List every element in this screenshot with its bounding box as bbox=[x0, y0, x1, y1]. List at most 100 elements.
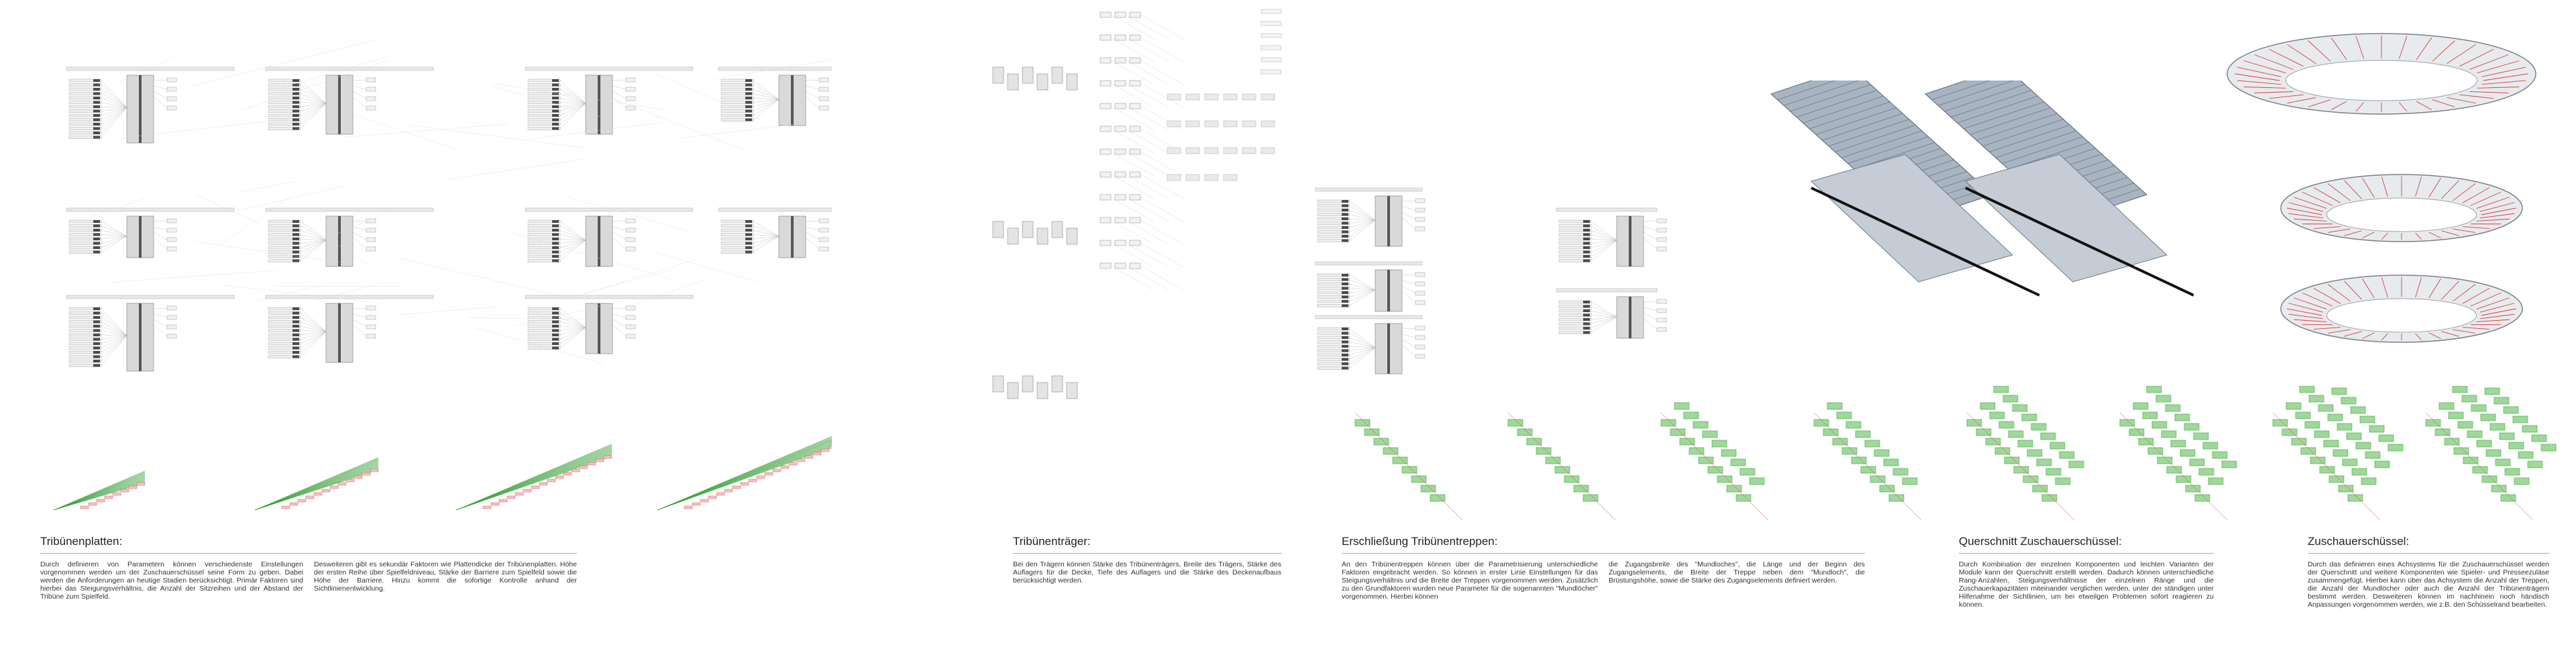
sightline bbox=[1508, 413, 1615, 520]
section-step bbox=[2328, 414, 2343, 421]
param-node bbox=[1100, 172, 1111, 177]
section-step bbox=[1999, 421, 2014, 428]
wire bbox=[1350, 220, 1375, 232]
wire bbox=[1644, 232, 1657, 240]
wire bbox=[301, 332, 326, 348]
section-step bbox=[2347, 433, 2361, 440]
component bbox=[1008, 383, 1018, 399]
slider-value bbox=[292, 307, 299, 310]
sightline bbox=[54, 471, 145, 510]
slider-value bbox=[745, 88, 752, 91]
wire bbox=[560, 94, 586, 104]
section-step bbox=[2031, 423, 2046, 430]
wire bbox=[91, 198, 146, 216]
slider-value bbox=[552, 312, 559, 315]
tribune-step bbox=[781, 466, 789, 468]
slider-value bbox=[292, 330, 299, 332]
wire bbox=[1591, 317, 1617, 328]
tribune-step bbox=[507, 496, 515, 499]
slider-value bbox=[93, 338, 100, 341]
wire bbox=[353, 308, 366, 309]
component-core bbox=[139, 75, 142, 143]
slider-value bbox=[552, 220, 559, 223]
sightline bbox=[1661, 413, 1768, 520]
section-step bbox=[1893, 468, 1908, 475]
querschnitt-renderings bbox=[1342, 386, 2563, 534]
output-param bbox=[1657, 247, 1666, 251]
group-header bbox=[266, 208, 433, 211]
wire bbox=[154, 86, 167, 89]
component-core bbox=[338, 75, 341, 134]
param-node bbox=[1130, 172, 1140, 177]
wire bbox=[753, 85, 779, 100]
wire bbox=[806, 238, 819, 249]
output-param bbox=[167, 315, 176, 319]
wire bbox=[1402, 328, 1415, 329]
sightline bbox=[255, 458, 378, 510]
param-node bbox=[1100, 263, 1111, 268]
output-param bbox=[366, 315, 376, 319]
slider-value bbox=[93, 123, 100, 125]
output-param bbox=[366, 87, 376, 91]
slider-value bbox=[93, 132, 100, 134]
section-step bbox=[2471, 405, 2486, 411]
wire bbox=[301, 81, 326, 103]
tribune-step bbox=[741, 483, 749, 485]
component bbox=[1067, 228, 1077, 244]
slider-value bbox=[552, 105, 559, 108]
output-param bbox=[626, 315, 635, 319]
wire bbox=[560, 328, 586, 348]
output-param bbox=[626, 334, 635, 338]
tribune-step bbox=[322, 489, 330, 492]
slider-value bbox=[292, 338, 299, 341]
section-step bbox=[2208, 478, 2223, 485]
panel-node bbox=[1261, 34, 1281, 38]
component-core bbox=[791, 216, 794, 258]
slider-value bbox=[552, 316, 559, 319]
section-step bbox=[2041, 433, 2055, 440]
caption-text: die Zugangsbreite des "Mundloches", die … bbox=[1609, 560, 1865, 601]
param-node bbox=[1186, 174, 1199, 181]
wire bbox=[1402, 291, 1415, 303]
section-step bbox=[2050, 442, 2065, 449]
slider-value bbox=[1342, 222, 1348, 225]
caption-text: Durch Kombination der einzelnen Komponen… bbox=[1959, 560, 2214, 609]
param-node bbox=[1186, 121, 1199, 127]
param-node bbox=[1100, 240, 1111, 246]
wire bbox=[353, 232, 366, 240]
output-param bbox=[366, 106, 376, 110]
slider-value bbox=[93, 101, 100, 104]
output-param bbox=[1657, 219, 1666, 223]
slider-value bbox=[552, 325, 559, 328]
slider-value bbox=[552, 334, 559, 336]
output-param bbox=[366, 78, 376, 82]
panel-node bbox=[1261, 58, 1281, 62]
slider-value bbox=[1342, 205, 1348, 207]
slider-value bbox=[1342, 332, 1348, 335]
section-step bbox=[1874, 450, 1889, 456]
param-node bbox=[1242, 94, 1256, 100]
grasshopper-definition-traeger bbox=[979, 0, 1295, 403]
wire bbox=[154, 325, 167, 336]
component-core bbox=[598, 303, 600, 354]
tribune-step bbox=[733, 486, 741, 489]
wire bbox=[353, 97, 366, 108]
section-step bbox=[1721, 450, 1736, 456]
slider-value bbox=[552, 255, 559, 258]
wire bbox=[1350, 275, 1375, 290]
wire bbox=[101, 236, 127, 248]
tribune-step bbox=[700, 499, 708, 502]
section-step bbox=[1703, 431, 1717, 438]
section-step bbox=[1980, 403, 1995, 409]
section-step bbox=[2379, 435, 2394, 442]
tribune-step bbox=[580, 466, 588, 468]
section-step bbox=[2514, 478, 2529, 485]
wire bbox=[101, 98, 127, 107]
slider-value bbox=[93, 128, 100, 130]
wire bbox=[612, 314, 626, 317]
slider-value bbox=[292, 251, 299, 254]
slider-value bbox=[292, 84, 299, 87]
tribune-step bbox=[346, 479, 354, 482]
wire bbox=[1402, 274, 1415, 275]
stair-lower bbox=[1966, 154, 2167, 282]
